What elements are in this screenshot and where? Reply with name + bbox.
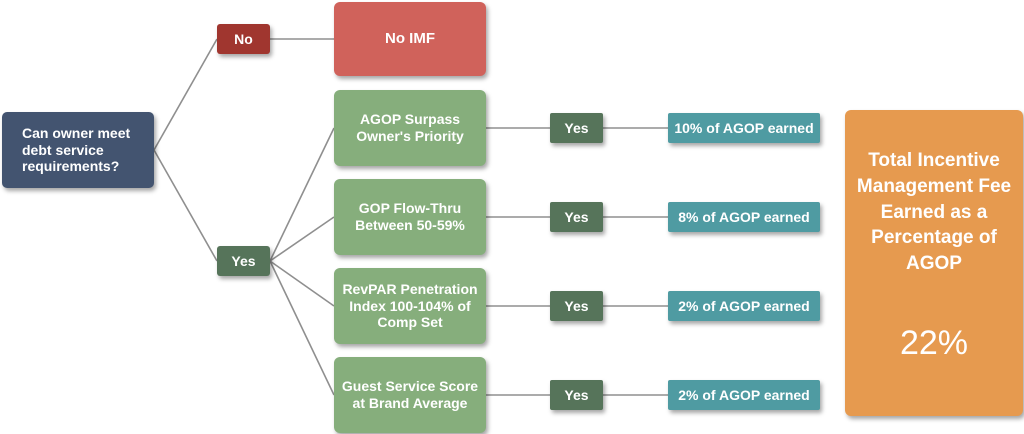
branch-no-text: No <box>234 30 253 47</box>
criterion-node-guest-service: Guest Service Score at Brand Average <box>334 357 486 433</box>
connector-root-to-no <box>153 38 218 151</box>
earned-result-node: 8% of AGOP earned <box>668 202 820 232</box>
connector-yes-to-criterion-1 <box>269 127 335 262</box>
earned-result-node: 10% of AGOP earned <box>668 113 820 143</box>
criterion-label: AGOP Surpass Owner's Priority <box>356 111 464 144</box>
root-question-text: Can owner meet debt service requirements… <box>22 124 131 175</box>
criterion-node-gop-flow-thru: GOP Flow-Thru Between 50-59% <box>334 179 486 255</box>
connector-yes-to-criterion-3 <box>269 260 335 307</box>
criterion-answer: Yes <box>564 119 589 136</box>
earned-result-text: 10% of AGOP earned <box>674 119 814 136</box>
criterion-label: Guest Service Score at Brand Average <box>341 378 479 411</box>
earned-result-node: 2% of AGOP earned <box>668 380 820 410</box>
no-imf-outcome-node: No IMF <box>334 2 486 76</box>
criterion-answer-node: Yes <box>550 291 603 321</box>
earned-result-node: 2% of AGOP earned <box>668 291 820 321</box>
earned-result-text: 2% of AGOP earned <box>678 297 810 314</box>
criterion-label: GOP Flow-Thru Between 50-59% <box>355 200 465 233</box>
criterion-answer: Yes <box>564 297 589 314</box>
criterion-node-revpar: RevPAR Penetration Index 100-104% of Com… <box>334 268 486 344</box>
branch-yes-text: Yes <box>231 252 256 269</box>
total-imf-panel: Total Incentive Management Fee Earned as… <box>845 110 1023 416</box>
branch-yes-node: Yes <box>217 246 270 276</box>
root-question-node: Can owner meet debt service requirements… <box>2 112 154 188</box>
no-imf-outcome-text: No IMF <box>385 30 435 47</box>
criterion-answer: Yes <box>564 208 589 225</box>
criterion-answer: Yes <box>564 386 589 403</box>
branch-no-node: No <box>217 24 270 54</box>
connector-root-to-yes <box>153 149 218 262</box>
criterion-answer-node: Yes <box>550 380 603 410</box>
total-imf-title: Total Incentive Management Fee Earned as… <box>856 150 1012 275</box>
connector-yes-to-criterion-4 <box>269 260 335 396</box>
total-imf-value: 22% <box>899 324 969 363</box>
criterion-node-agop: AGOP Surpass Owner's Priority <box>334 90 486 166</box>
connector-yes-to-criterion-2 <box>269 216 335 262</box>
earned-result-text: 2% of AGOP earned <box>678 386 810 403</box>
earned-result-text: 8% of AGOP earned <box>678 208 810 225</box>
criterion-label: RevPAR Penetration Index 100-104% of Com… <box>342 280 478 331</box>
criterion-answer-node: Yes <box>550 202 603 232</box>
criterion-answer-node: Yes <box>550 113 603 143</box>
